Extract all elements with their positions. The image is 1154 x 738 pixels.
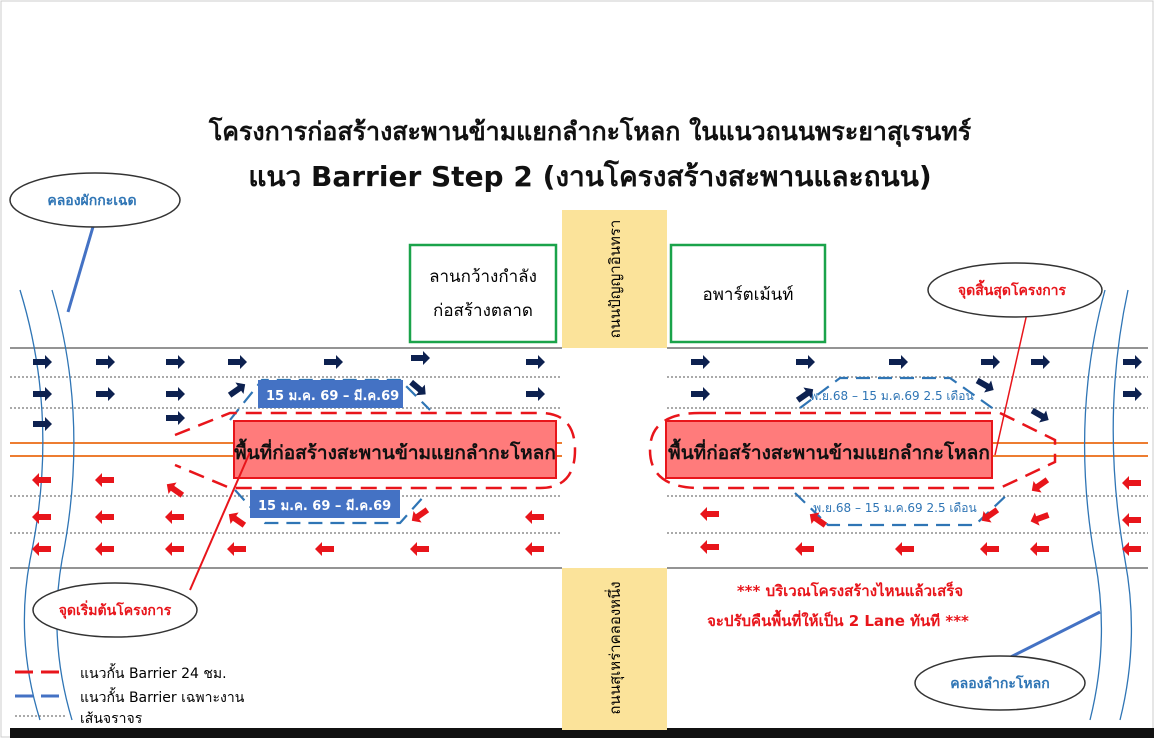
traffic-arrow (975, 377, 994, 393)
traffic-arrow (1030, 407, 1049, 423)
svg-text:คลองผักกะเฉด: คลองผักกะเฉด (47, 193, 136, 209)
legend-dotted-label: เส้นจราจร (80, 711, 143, 727)
note-line1: *** บริเวณโครงสร้างไหนแล้วเสร็จ (737, 581, 963, 600)
cloud-bottom-right: คลองลำกะโหลก (914, 655, 1086, 711)
title-line1: โครงการก่อสร้างสะพานข้ามแยกลำกะโหลก ในแน… (208, 116, 972, 148)
apartment-box (669, 243, 827, 344)
traffic-arrow (32, 542, 51, 556)
schedule-left-top-bg (258, 380, 403, 408)
traffic-arrow (96, 387, 115, 401)
schedule-right-bottom: พ.ย.68 – 15 ม.ค.69 2.5 เดือน (813, 501, 976, 515)
traffic-arrow (166, 355, 185, 369)
legend: แนวกั้น Barrier 24 ชม. แนวกั้น Barrier เ… (15, 663, 245, 727)
traffic-arrow (1122, 476, 1141, 490)
traffic-arrow (796, 355, 815, 369)
traffic-arrow (980, 542, 999, 556)
cloud-top-right: จุดสิ้นสุดโครงการ (927, 262, 1103, 318)
traffic-arrow (324, 355, 343, 369)
svg-text:จุดสิ้นสุดโครงการ: จุดสิ้นสุดโครงการ (958, 279, 1067, 299)
traffic-arrow (166, 387, 185, 401)
traffic-arrow (525, 542, 544, 556)
traffic-arrow (33, 355, 52, 369)
barriers-24h (174, 411, 1057, 490)
traffic-arrow (165, 510, 184, 524)
traffic-arrow (228, 355, 247, 369)
traffic-arrow (315, 542, 334, 556)
traffic-arrow (889, 355, 908, 369)
traffic-arrows (32, 351, 1142, 556)
end-pointer (994, 299, 1031, 456)
canal-left-pointer (66, 219, 97, 313)
schedule-right-top: พ.ย.68 – 15 ม.ค.69 2.5 เดือน (810, 389, 973, 403)
svg-text:คลองลำกะโหลก: คลองลำกะโหลก (950, 674, 1049, 692)
traffic-arrow (411, 507, 430, 523)
traffic-arrow (32, 473, 51, 487)
svg-text:จุดเริ่มต้นโครงการ: จุดเริ่มต้นโครงการ (59, 600, 172, 619)
cloud-bottom-left: จุดเริ่มต้นโครงการ (32, 582, 198, 638)
traffic-arrow (981, 355, 1000, 369)
traffic-arrow (981, 507, 1000, 523)
schedule-left-top: 15 ม.ค. 69 – มี.ค.69 (266, 388, 399, 404)
construction-area-left-label: พื้นที่ก่อสร้างสะพานข้ามแยกลำกะโหลก (234, 438, 556, 464)
traffic-arrow (96, 355, 115, 369)
traffic-arrow (809, 512, 828, 528)
traffic-arrow (95, 473, 114, 487)
traffic-arrow (1122, 513, 1141, 527)
traffic-arrow (525, 510, 544, 524)
traffic-arrow (700, 507, 719, 521)
traffic-arrow (700, 540, 719, 554)
traffic-arrow (795, 542, 814, 556)
traffic-arrow (166, 482, 185, 498)
schedule-left-bottom-bg (250, 490, 400, 518)
legend-red-label: แนวกั้น Barrier 24 ชม. (80, 663, 227, 682)
legend-blue-label: แนวกั้น Barrier เฉพาะงาน (80, 687, 245, 706)
traffic-arrow (795, 387, 814, 403)
traffic-arrow (95, 510, 114, 524)
traffic-arrow (411, 351, 430, 365)
traffic-arrow (228, 512, 247, 528)
traffic-arrow (1123, 387, 1142, 401)
south-street-label: ถนนสุเหร่าคลองหนึ่ง (604, 581, 625, 714)
south-street (562, 568, 667, 730)
note-line2: จะปรับคืนพื้นที่ให้เป็น 2 Lane ทันที *** (707, 609, 969, 630)
traffic-arrow (1031, 355, 1050, 369)
traffic-arrow (1123, 355, 1142, 369)
canal-left (19, 289, 75, 721)
north-street-label: ถนนปัญญาอินทรา (606, 220, 624, 339)
apartment-label: อพาร์ตเม้นท์ (703, 285, 794, 305)
traffic-arrow (691, 355, 710, 369)
construction-area-right-label: พื้นที่ก่อสร้างสะพานข้ามแยกลำกะโหลก (668, 438, 990, 464)
traffic-arrow (227, 542, 246, 556)
traffic-arrow (1030, 542, 1049, 556)
start-pointer (189, 451, 251, 591)
title-line2: แนว Barrier Step 2 (งานโครงสร้างสะพานและ… (248, 159, 931, 193)
traffic-arrow (526, 355, 545, 369)
market-line1: ลานกว้างกำลัง (429, 267, 537, 287)
canal-right (1083, 289, 1133, 721)
traffic-arrow (691, 387, 710, 401)
traffic-arrow (895, 542, 914, 556)
traffic-arrow (1030, 512, 1050, 526)
traffic-arrow (95, 542, 114, 556)
construction-area-left (233, 420, 557, 479)
traffic-arrow (165, 542, 184, 556)
traffic-arrow (166, 411, 185, 425)
traffic-arrow (410, 542, 429, 556)
road-edges (10, 347, 1148, 569)
traffic-arrow (1122, 542, 1141, 556)
cloud-top-left: คลองผักกะเฉด (9, 172, 181, 228)
traffic-arrow (227, 382, 246, 398)
traffic-arrow (526, 387, 545, 401)
traffic-arrow (409, 379, 426, 396)
north-street (562, 210, 667, 348)
traffic-arrow (33, 387, 52, 401)
traffic-arrow (32, 510, 51, 524)
market-box (408, 243, 558, 344)
construction-area-right (665, 420, 993, 479)
market-line2: ก่อสร้างตลาด (433, 301, 533, 321)
schedule-left-bottom: 15 ม.ค. 69 – มี.ค.69 (258, 498, 391, 514)
bottom-bar (10, 728, 1154, 738)
traffic-arrow (33, 417, 52, 431)
traffic-arrow (1031, 477, 1050, 493)
